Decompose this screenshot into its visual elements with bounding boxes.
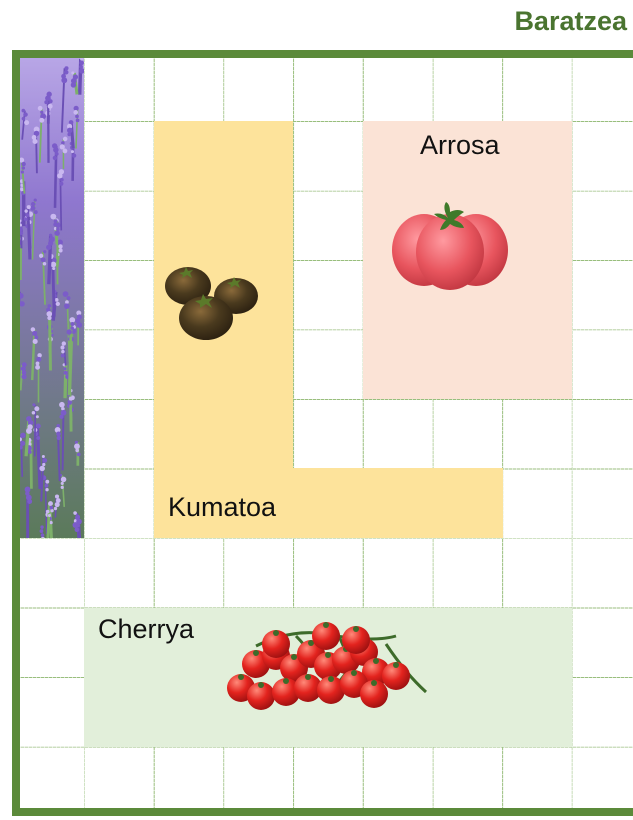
pink-tomato-image <box>388 198 512 292</box>
dark-tomatoes-image <box>160 260 262 346</box>
kumatoa-label: Kumatoa <box>168 492 276 523</box>
lavender-image <box>20 58 84 538</box>
cherrya-label: Cherrya <box>98 614 194 645</box>
arrosa-label: Arrosa <box>420 130 500 161</box>
cherry-tomatoes-vine-image <box>216 616 432 724</box>
page-title: Baratzea <box>514 6 627 37</box>
